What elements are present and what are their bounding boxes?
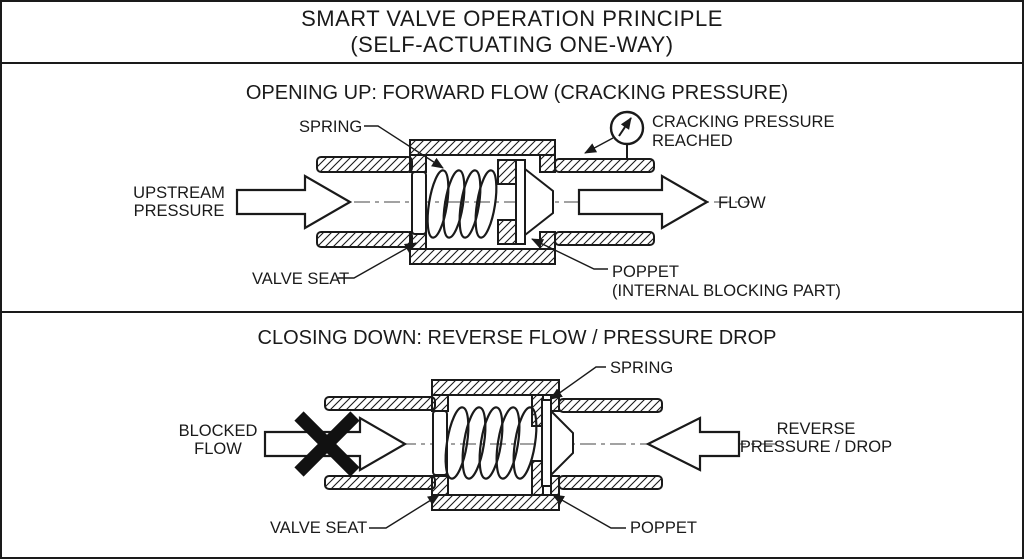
spring-leader: [364, 125, 444, 169]
chamber-left-wall-top: [431, 394, 449, 412]
inlet-pipe-upper-wall: [316, 156, 413, 173]
upstream-pressure-label-line1: UPSTREAM: [133, 184, 225, 202]
chamber-lower-wall: [431, 494, 560, 511]
reverse-pressure-label-line1: REVERSE: [777, 420, 856, 438]
panel1-valve-cross-section: OPENING UP: FORWARD FLOW (CRACKING PRESS…: [133, 82, 841, 300]
outlet-pipe-upper-wall: [558, 398, 663, 413]
spring-coil: [444, 406, 538, 480]
outlet-pipe-lower-wall: [558, 475, 663, 490]
pressure-gauge-icon: [584, 110, 645, 158]
chamber-left-wall-bottom: [431, 475, 449, 496]
valve-body: [324, 379, 663, 511]
flow-arrow: [577, 174, 710, 230]
blocked-x-mark: [294, 411, 360, 477]
poppet-leader: [531, 238, 608, 270]
panel-closing-down: CLOSING DOWN: REVERSE FLOW / PRESSURE DR…: [2, 313, 1022, 557]
spring-coil: [426, 169, 498, 239]
inlet-pipe-lower-wall: [324, 475, 436, 490]
valve-seat-label: VALVE SEAT: [270, 519, 367, 537]
valve-seat-label: VALVE SEAT: [252, 270, 349, 288]
chamber-lower-wall: [409, 248, 556, 265]
blocked-flow-label-line1: BLOCKED: [179, 422, 258, 440]
chamber-upper-wall: [409, 139, 556, 156]
chamber-upper-wall: [431, 379, 560, 396]
panel2-header: CLOSING DOWN: REVERSE FLOW / PRESSURE DR…: [258, 327, 777, 349]
spring-label: SPRING: [610, 359, 673, 377]
inlet-pipe-lower-wall: [316, 231, 413, 248]
valve-seat: [411, 171, 427, 235]
outlet-pipe-lower-wall: [554, 231, 655, 246]
poppet-label-line1: POPPET: [612, 263, 679, 281]
reverse-pressure-label-line2: PRESSURE / DROP: [740, 438, 892, 456]
poppet: [541, 399, 574, 487]
poppet-label: POPPET: [630, 519, 697, 537]
poppet: [497, 159, 554, 245]
gauge-needle: [618, 117, 632, 137]
panel2-valve-cross-section: CLOSING DOWN: REVERSE FLOW / PRESSURE DR…: [179, 327, 893, 537]
title-box: SMART VALVE OPERATION PRINCIPLE (SELF-AC…: [2, 2, 1022, 64]
inlet-pipe-upper-wall: [324, 396, 436, 411]
spring-label: SPRING: [299, 118, 362, 136]
poppet-guide-top: [497, 159, 517, 185]
poppet-guide-bottom: [497, 219, 517, 245]
upstream-pressure-label-line2: PRESSURE: [134, 202, 225, 220]
flow-label: FLOW: [718, 194, 766, 212]
poppet-disc: [541, 399, 552, 487]
blocked-flow-label-line2: FLOW: [194, 440, 242, 458]
spring-leader: [550, 366, 606, 400]
poppet-disc: [515, 159, 526, 245]
poppet-cone: [550, 408, 574, 478]
chamber-right-wall-top: [539, 154, 556, 173]
upstream-pressure-arrow: [235, 174, 353, 230]
poppet-label-line2: (INTERNAL BLOCKING PART): [612, 282, 841, 300]
diagram-title-line1: SMART VALVE OPERATION PRINCIPLE: [301, 6, 723, 31]
reverse-pressure-arrow: [645, 416, 741, 472]
valve-seat-leader: [369, 494, 440, 529]
poppet-cone: [524, 166, 554, 238]
panel-opening-up: OPENING UP: FORWARD FLOW (CRACKING PRESS…: [2, 64, 1022, 313]
cracking-pressure-label-line2: REACHED: [652, 132, 733, 150]
panel1-header: OPENING UP: FORWARD FLOW (CRACKING PRESS…: [246, 82, 788, 104]
poppet-leader: [552, 494, 626, 529]
gauge-leader-arrow: [584, 137, 614, 154]
chamber-right-wall-bottom: [550, 475, 560, 496]
diagram-title-line2: (SELF-ACTUATING ONE-WAY): [350, 32, 674, 57]
cracking-pressure-label-line1: CRACKING PRESSURE: [652, 113, 834, 131]
outlet-pipe-upper-wall: [554, 158, 655, 173]
chamber-left-wall-top: [409, 154, 427, 173]
valve-seat-leader: [338, 242, 417, 279]
